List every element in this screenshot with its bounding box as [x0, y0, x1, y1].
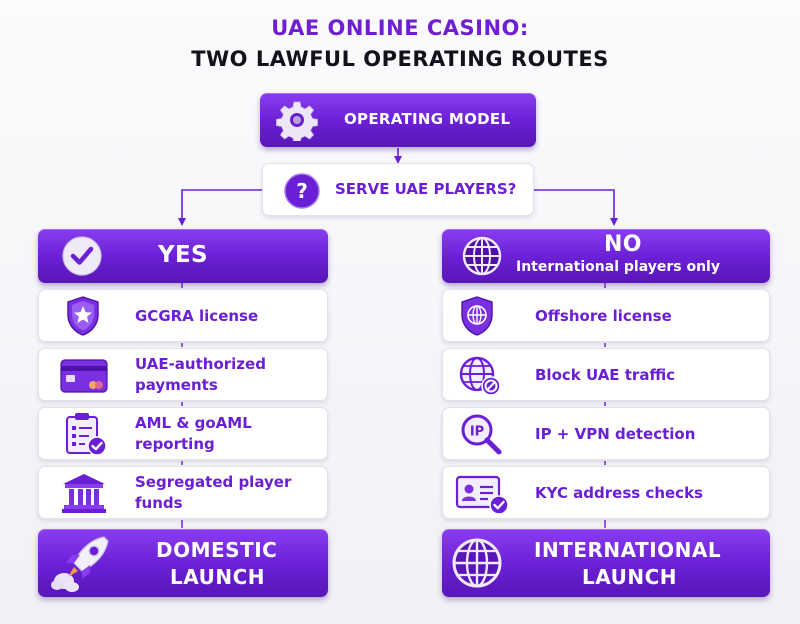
question-label: SERVE UAE PLAYERS? [335, 180, 517, 198]
yes-step-label: AML & goAML reporting [135, 414, 252, 453]
rocket-icon [51, 536, 109, 592]
clipboard-check-icon [66, 413, 107, 456]
shield-globe-icon [461, 296, 493, 336]
no-step-label: Offshore license [535, 307, 672, 325]
yes-step-aml-reporting: AML & goAML reporting [38, 407, 328, 460]
yes-step-label: UAE-authorized payments [135, 355, 266, 394]
no-step-label: KYC address checks [535, 484, 703, 502]
bank-icon [62, 474, 106, 513]
yes-step-segregated-funds: Segregated player funds [38, 466, 328, 519]
outcome-international-line2: LAUNCH [582, 565, 678, 589]
no-step-kyc-address-checks: KYC address checks [442, 466, 770, 519]
id-card-check-icon [455, 475, 509, 515]
svg-text:IP: IP [470, 425, 484, 440]
branch-no-label: NO [604, 232, 642, 257]
svg-text:?: ? [296, 179, 308, 203]
checkmark-icon [62, 236, 102, 276]
yes-step-label: Segregated player funds [135, 473, 292, 512]
yes-step-uae-payments: UAE-authorized payments [38, 348, 328, 401]
no-step-ip-vpn-detection: IP IP + VPN detection [442, 407, 770, 460]
globe-icon [462, 236, 502, 276]
no-step-offshore-license: Offshore license [442, 289, 770, 342]
no-step-label: Block UAE traffic [535, 366, 676, 384]
globe-blocked-icon [459, 356, 501, 396]
yes-step-label: GCGRA license [135, 307, 259, 325]
outcome-domestic-line1: DOMESTIC [156, 538, 278, 562]
branch-no-sublabel: International players only [516, 259, 720, 275]
credit-card-icon [60, 359, 108, 393]
outcome-international-launch: INTERNATIONAL LAUNCH [442, 529, 770, 597]
gear-icon [276, 101, 318, 141]
root-node-label: OPERATING MODEL [344, 110, 511, 128]
root-node-operating-model: OPERATING MODEL [260, 93, 536, 147]
yes-step-gcgra-license: GCGRA license [38, 289, 328, 342]
branch-yes-label: YES [158, 242, 208, 268]
branch-no-header: NO International players only [442, 229, 770, 283]
diagram-title: UAE ONLINE CASINO: [271, 16, 529, 40]
outcome-domestic-launch: DOMESTIC LAUNCH [38, 529, 328, 597]
outcome-international-line1: INTERNATIONAL [534, 538, 722, 562]
outcome-domestic-line2: LAUNCH [170, 565, 266, 589]
no-step-label: IP + VPN detection [535, 425, 696, 443]
question-icon: ? [284, 173, 320, 209]
branch-yes-header: YES [38, 229, 328, 283]
globe-icon [452, 538, 502, 588]
shield-star-icon [67, 296, 99, 336]
question-node: ? SERVE UAE PLAYERS? [262, 163, 534, 216]
no-step-block-uae-traffic: Block UAE traffic [442, 348, 770, 401]
diagram-subtitle: TWO LAWFUL OPERATING ROUTES [191, 47, 609, 71]
ip-search-icon: IP [461, 414, 502, 455]
